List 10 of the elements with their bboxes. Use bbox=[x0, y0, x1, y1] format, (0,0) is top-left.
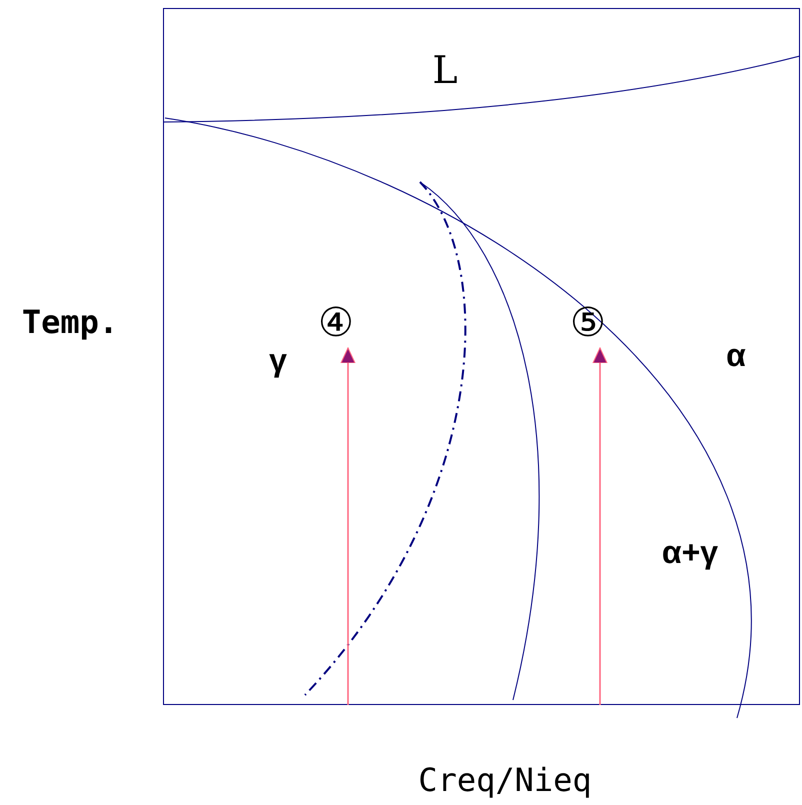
region-label: α+γ bbox=[662, 536, 718, 568]
step-number: ⑤ bbox=[570, 303, 606, 343]
region-label: α bbox=[726, 339, 746, 371]
axis-label: Temp. bbox=[22, 306, 118, 338]
region-label: γ bbox=[269, 344, 287, 376]
arrow bbox=[340, 348, 356, 705]
axis-label: Creq/Nieq bbox=[418, 764, 592, 796]
region-label: L bbox=[432, 51, 458, 89]
step-number: ④ bbox=[318, 303, 354, 343]
arrow bbox=[592, 348, 608, 705]
